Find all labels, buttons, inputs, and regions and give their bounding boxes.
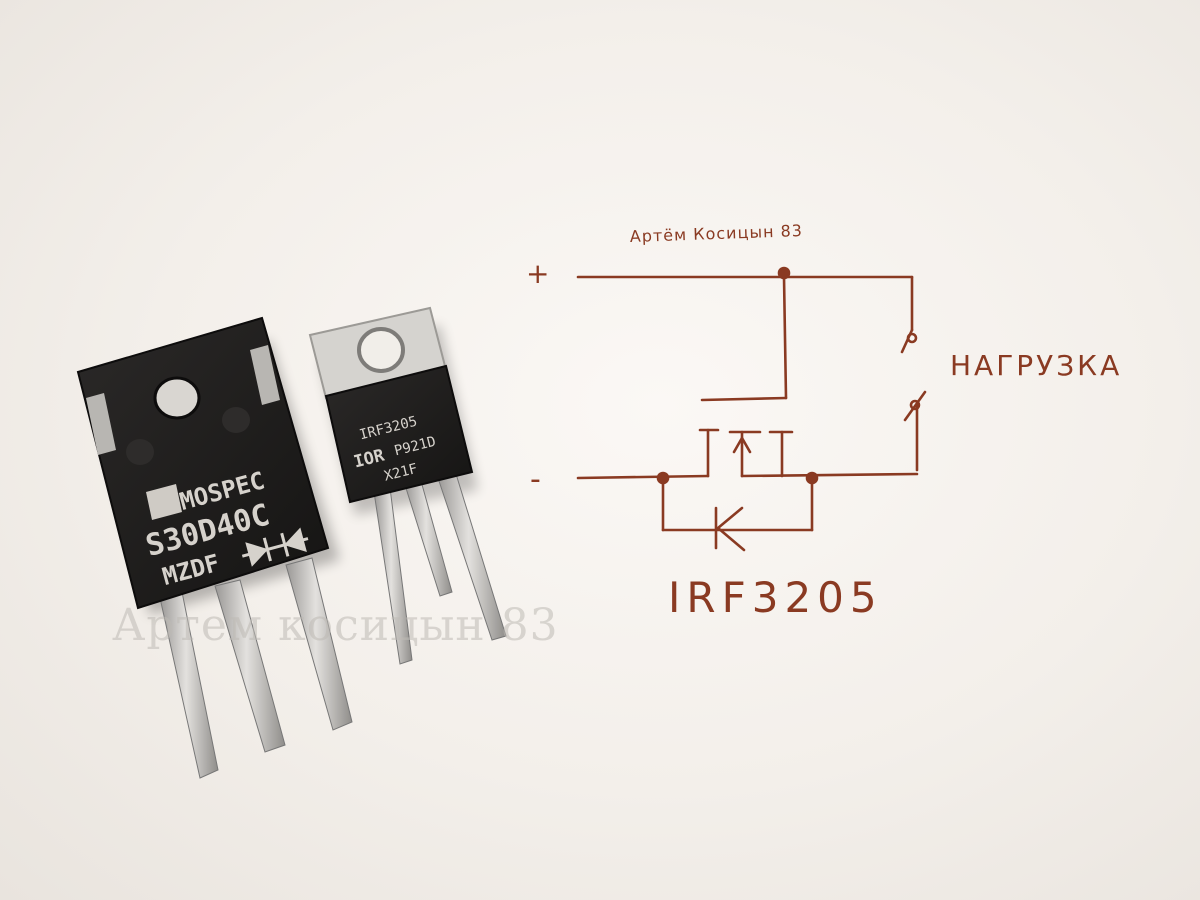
- mosfet-chip-legs: [373, 473, 507, 665]
- hand-drawn-schematic: [576, 266, 927, 552]
- dual-diode-symbol-icon: [241, 527, 309, 567]
- sketch-minus-label: -: [530, 462, 541, 497]
- mosfet-chip-body: [324, 364, 474, 504]
- photo-watermark: Артем косицын 83: [112, 600, 559, 651]
- diode-chip: MOSPEC S30D40C MZDF: [76, 316, 353, 779]
- mosfet-chip-code: X21F: [383, 461, 420, 485]
- mosfet-chip-mount-hole: [357, 327, 405, 373]
- sketch-load-label: НАГРУЗКА: [950, 349, 1122, 382]
- diode-chip-legs: [159, 557, 353, 779]
- diode-chip-mount-hole: [153, 376, 201, 420]
- mospec-logo-icon: [146, 484, 182, 520]
- sketch-author: Артём Косицын 83: [629, 221, 803, 246]
- sketch-part-label: IRF3205: [668, 573, 883, 622]
- sketch-plus-label: +: [526, 257, 549, 290]
- mosfet-chip: IRF3205 IOR P921D X21F: [308, 306, 507, 665]
